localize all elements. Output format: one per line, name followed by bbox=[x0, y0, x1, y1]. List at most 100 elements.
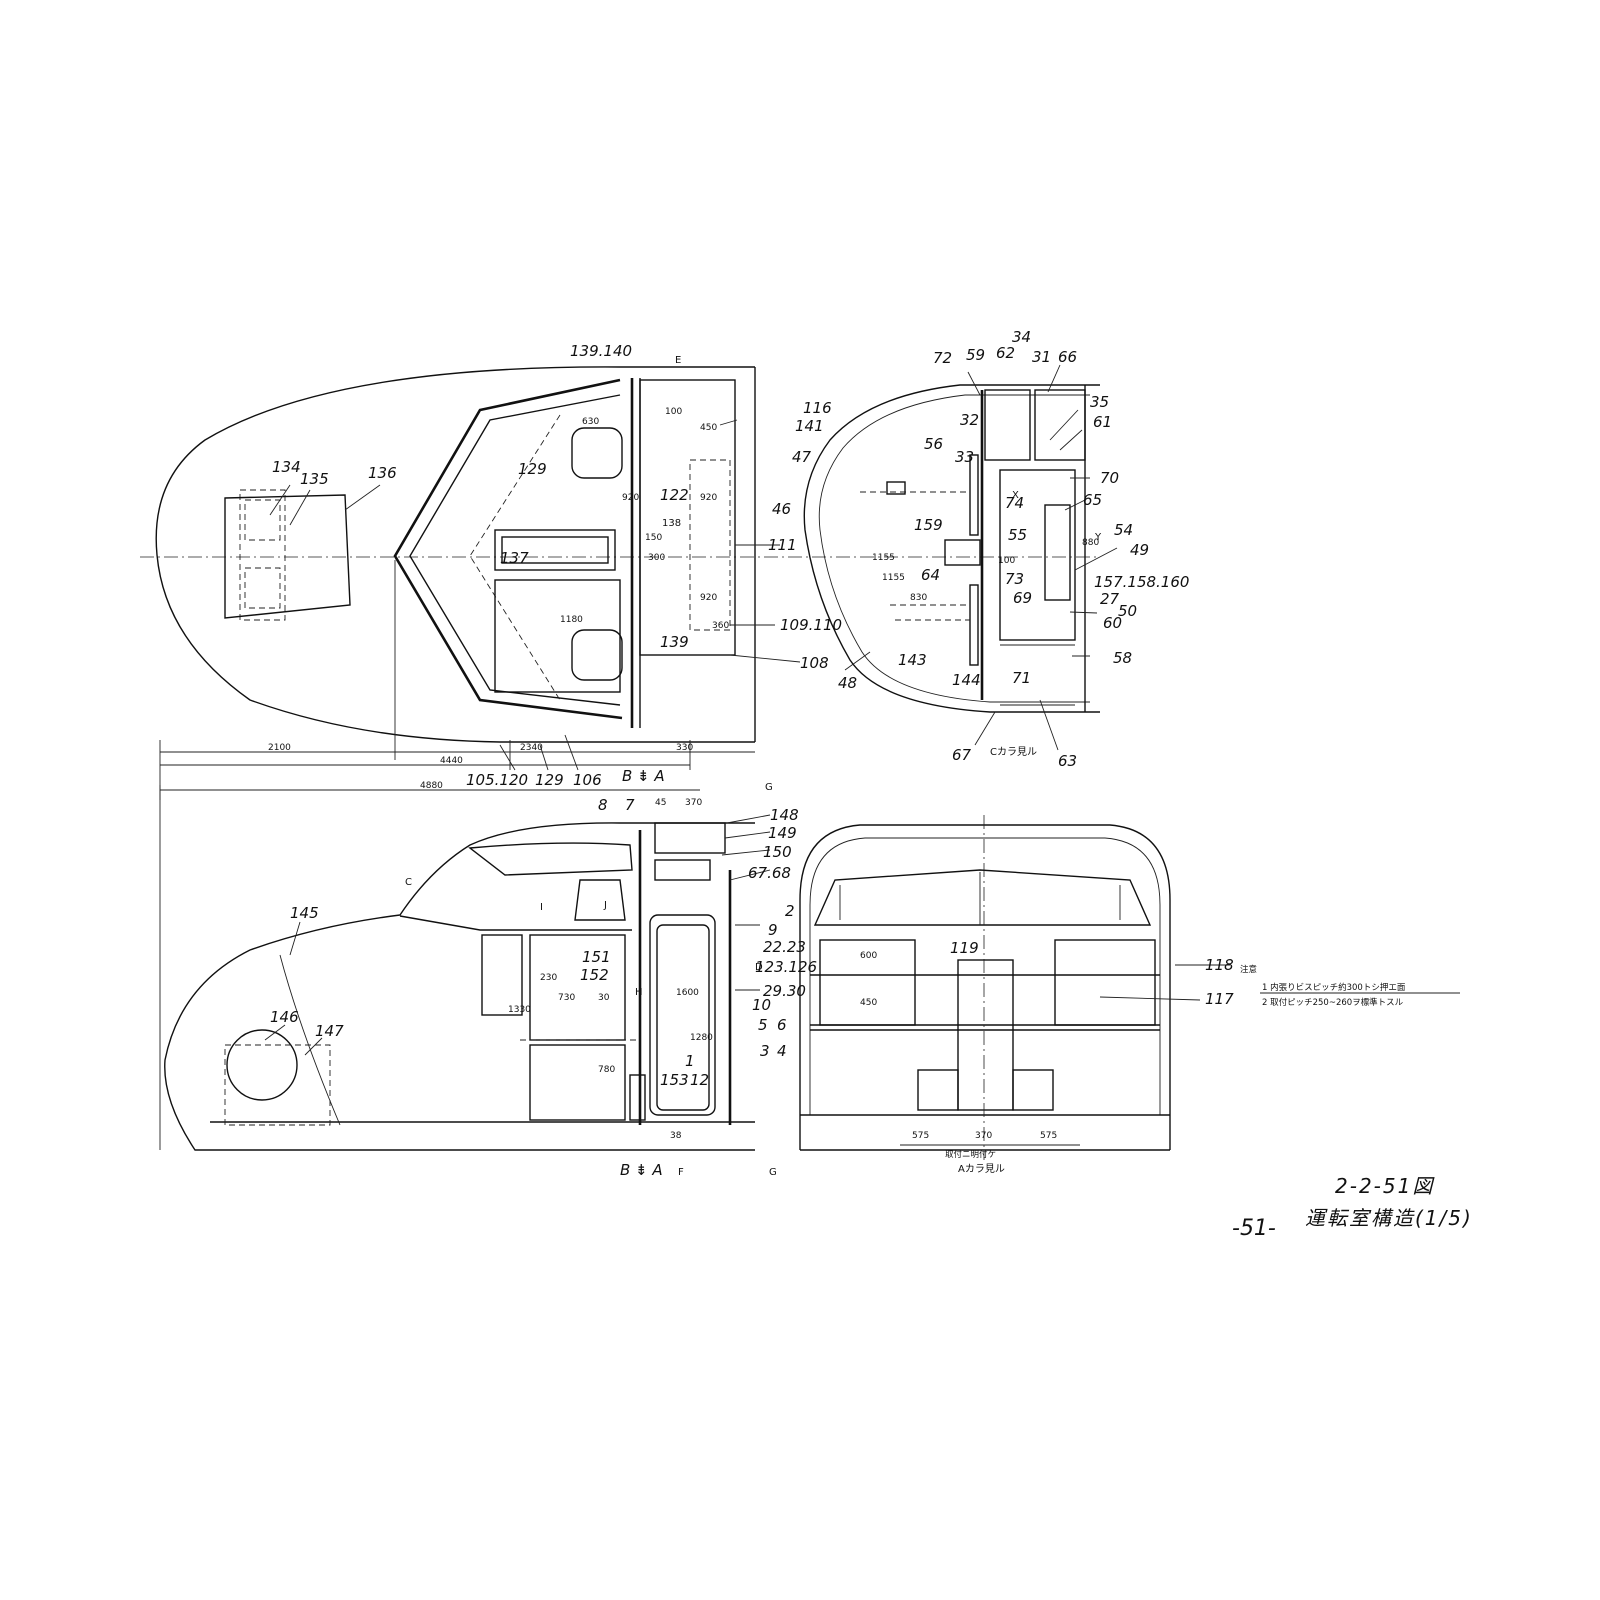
dim-1155-b: 1155 bbox=[882, 573, 905, 583]
dim-450: 450 bbox=[700, 423, 717, 433]
label-141: 141 bbox=[795, 417, 824, 435]
dim-920-c: 920 bbox=[700, 593, 717, 603]
label-54: 54 bbox=[1114, 521, 1133, 539]
dim-575-right: 575 bbox=[1040, 1131, 1057, 1141]
dim-300: 300 bbox=[648, 553, 665, 563]
dim-45: 45 bbox=[655, 798, 666, 808]
dim-360: 360 bbox=[712, 621, 729, 631]
label-122: 122 bbox=[660, 486, 689, 504]
label-50: 50 bbox=[1118, 602, 1137, 620]
front-section-view: 72 59 62 34 31 66 35 61 32 56 33 47 70 4… bbox=[772, 328, 1189, 770]
section-mark-h: H bbox=[635, 987, 643, 998]
label-139: 139 bbox=[660, 633, 689, 651]
notes-line-2: 2 取付ピッチ250~260ヲ標準トスル bbox=[1262, 997, 1404, 1008]
dim-330: 330 bbox=[676, 743, 693, 753]
dim-830: 830 bbox=[910, 593, 927, 603]
section-mark-g-bottom: G bbox=[769, 1167, 777, 1178]
label-143: 143 bbox=[898, 651, 927, 669]
section-mark-b-a-bottom: B ⇟ A bbox=[620, 1161, 663, 1179]
dim-4880: 4880 bbox=[420, 781, 443, 791]
label-73: 73 bbox=[1005, 570, 1024, 588]
label-69: 69 bbox=[1013, 589, 1032, 607]
label-149: 149 bbox=[768, 824, 797, 842]
end-windshield bbox=[813, 869, 1152, 926]
label-22-23: 22.23 bbox=[763, 938, 806, 956]
label-58: 58 bbox=[1113, 649, 1132, 667]
label-116: 116 bbox=[803, 399, 832, 417]
dim-370: 370 bbox=[975, 1131, 992, 1141]
label-147: 147 bbox=[315, 1022, 344, 1040]
notes-line-1: 1 内張りビスピッチ約300トシ押エ面 bbox=[1262, 982, 1406, 993]
dim-780: 780 bbox=[598, 1065, 615, 1075]
label-1: 1 bbox=[685, 1052, 695, 1070]
view-title-c: Cカラ見ル bbox=[990, 746, 1037, 758]
label-64: 64 bbox=[921, 566, 940, 584]
section-mark-d: D bbox=[755, 962, 763, 973]
plan-nose-outline bbox=[155, 366, 755, 743]
label-71: 71 bbox=[1012, 669, 1031, 687]
label-146: 146 bbox=[270, 1008, 299, 1026]
dim-38: 38 bbox=[670, 1131, 682, 1141]
label-67: 67 bbox=[952, 746, 972, 764]
label-66: 66 bbox=[1058, 348, 1077, 366]
dim-1180: 1180 bbox=[560, 615, 583, 625]
dim-575-left: 575 bbox=[912, 1131, 929, 1141]
view-title-a: Aカラ見ル bbox=[958, 1163, 1005, 1175]
label-134: 134 bbox=[272, 458, 301, 476]
box-159 bbox=[944, 539, 981, 566]
label-145: 145 bbox=[290, 904, 319, 922]
label-118: 118 bbox=[1205, 956, 1234, 974]
label-150: 150 bbox=[763, 843, 792, 861]
label-59: 59 bbox=[966, 346, 985, 364]
label-47: 47 bbox=[792, 448, 812, 466]
dim-630: 630 bbox=[582, 417, 599, 427]
side-view: 8 7 148 149 150 67.68 2 145 9 22.23 123.… bbox=[159, 782, 817, 1179]
label-6: 6 bbox=[777, 1016, 787, 1034]
seat-upper bbox=[571, 427, 623, 479]
dim-100: 100 bbox=[665, 407, 682, 417]
label-60: 60 bbox=[1103, 614, 1122, 632]
label-46: 46 bbox=[772, 500, 791, 518]
label-56: 56 bbox=[924, 435, 943, 453]
dim-920-a: 920 bbox=[622, 493, 639, 503]
section-mark-e: E bbox=[675, 355, 681, 366]
label-4: 4 bbox=[777, 1042, 787, 1060]
section-mark-i: I bbox=[540, 902, 543, 913]
label-138: 138 bbox=[662, 518, 681, 529]
label-137: 137 bbox=[500, 549, 529, 567]
label-136: 136 bbox=[368, 464, 397, 482]
figure-number: 2-2-51図 bbox=[1335, 1174, 1435, 1198]
dim-1280: 1280 bbox=[690, 1033, 713, 1043]
label-72: 72 bbox=[933, 349, 952, 367]
label-12: 12 bbox=[690, 1071, 709, 1089]
dim-1600: 1600 bbox=[676, 988, 699, 998]
headlight-box bbox=[239, 489, 286, 621]
label-74: 74 bbox=[1005, 494, 1024, 512]
center-console bbox=[957, 959, 1014, 1111]
section-mark-b-a-top: B ⇟ A bbox=[622, 767, 665, 785]
label-157-158-160: 157.158.160 bbox=[1094, 573, 1189, 591]
label-27: 27 bbox=[1100, 590, 1120, 608]
label-8: 8 bbox=[598, 796, 608, 814]
label-32: 32 bbox=[960, 411, 979, 429]
label-67-68: 67.68 bbox=[748, 864, 791, 882]
label-135: 135 bbox=[300, 470, 329, 488]
seat-lower bbox=[571, 629, 623, 681]
dim-30: 30 bbox=[598, 993, 610, 1003]
section-mark-g-top: G bbox=[765, 782, 773, 793]
label-61: 61 bbox=[1093, 413, 1112, 431]
label-62: 62 bbox=[996, 344, 1015, 362]
dim-730: 730 bbox=[558, 993, 575, 1003]
figure-title: 運転室構造(1/5) bbox=[1305, 1206, 1473, 1230]
console-lower bbox=[494, 579, 621, 693]
notes-block: 注意 1 内張りビスピッチ約300トシ押エ面 2 取付ピッチ250~260ヲ標準… bbox=[1240, 964, 1460, 1008]
dim-880: 880 bbox=[1082, 538, 1099, 548]
windshield-frame bbox=[393, 378, 623, 720]
notes-heading: 注意 bbox=[1240, 964, 1257, 975]
dim-600: 600 bbox=[860, 951, 877, 961]
label-5: 5 bbox=[758, 1016, 768, 1034]
dim-2340: 2340 bbox=[520, 743, 543, 753]
equipment-cabinet bbox=[999, 469, 1076, 641]
label-129-upper: 129 bbox=[518, 460, 547, 478]
